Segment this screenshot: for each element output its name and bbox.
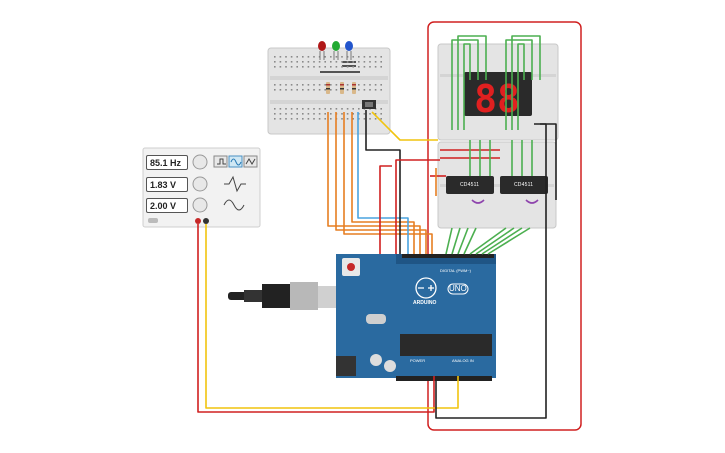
- breadboard-holes: [274, 84, 382, 91]
- chip-cd4511-left[interactable]: [446, 176, 494, 194]
- analog-label: ANALOG IN: [452, 358, 474, 363]
- frequency-display: 85.1 Hz: [146, 155, 188, 170]
- seven-segment-digits: 88: [474, 77, 520, 121]
- breadboard-holes: [274, 56, 382, 68]
- led-blue[interactable]: [345, 41, 353, 60]
- offset-display: 2.00 V: [146, 198, 188, 213]
- chip-cd4511-right[interactable]: [500, 176, 548, 194]
- arduino-board[interactable]: [336, 254, 496, 381]
- reset-button[interactable]: [347, 263, 355, 271]
- amplitude-display: 1.83 V: [146, 177, 188, 192]
- usb-cable: [228, 282, 338, 310]
- chip-label-left: CD4511: [460, 182, 480, 188]
- resistor-2[interactable]: [340, 82, 344, 94]
- led-red[interactable]: [318, 41, 326, 60]
- resistor-3[interactable]: [352, 82, 356, 94]
- arduino-brand: ARDUINO: [413, 300, 437, 306]
- digital-pins-label: DIGITAL (PWM~): [440, 268, 471, 273]
- seven-segment-display[interactable]: 88: [464, 72, 532, 121]
- led-green[interactable]: [332, 41, 340, 60]
- arduino-uno-logo: UNO: [449, 284, 467, 293]
- chip-label-right: CD4511: [514, 182, 534, 188]
- push-button-small[interactable]: [362, 100, 376, 109]
- outline-red-frame: [427, 21, 582, 431]
- resistor-1[interactable]: [326, 82, 330, 94]
- wires: [197, 35, 557, 419]
- power-label: POWER: [410, 358, 426, 363]
